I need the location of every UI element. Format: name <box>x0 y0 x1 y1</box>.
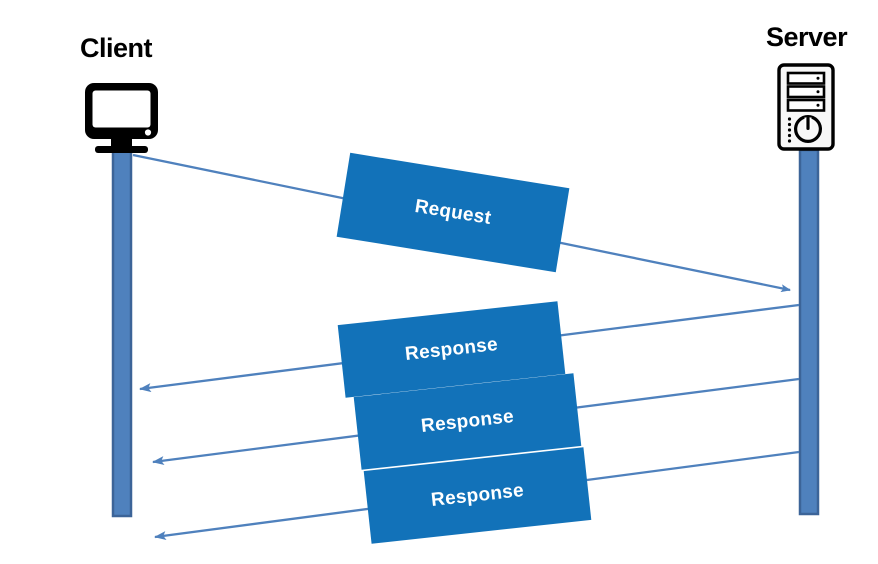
client-lifeline <box>111 148 133 518</box>
response-1-message-label: Response <box>403 333 499 365</box>
server-tower-icon <box>777 63 835 151</box>
server-label: Server <box>766 22 848 52</box>
power-symbol-icon <box>793 114 822 143</box>
desktop-monitor-icon <box>85 83 158 153</box>
response-3-message-label: Response <box>429 479 525 511</box>
client-label: Client <box>80 33 153 63</box>
response-2-message-label: Response <box>419 405 515 437</box>
server-lifeline <box>798 148 820 516</box>
request-message-label: Request <box>413 195 493 229</box>
